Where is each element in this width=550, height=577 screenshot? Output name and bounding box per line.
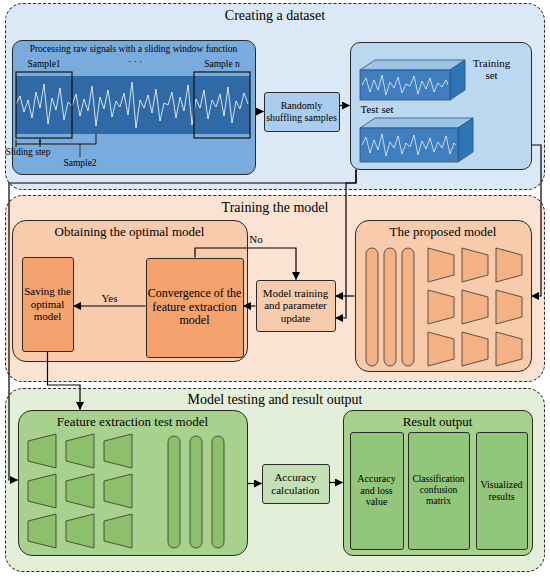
box-title: The proposed model bbox=[360, 225, 527, 240]
model-box: The proposed model bbox=[355, 220, 532, 372]
output-box: Accuracy and loss value bbox=[350, 432, 404, 550]
process-box: Saving the optimal model bbox=[22, 257, 74, 352]
output-box: Visualized results bbox=[476, 432, 528, 550]
stage-band: Model testing and result outputFeature e… bbox=[5, 388, 545, 572]
box-text: Model training and parameter update bbox=[258, 287, 334, 325]
box-title: Training the model bbox=[10, 200, 540, 216]
box-title: Result output bbox=[348, 415, 528, 430]
box-text: Convergence of the feature extraction mo… bbox=[148, 287, 242, 328]
decision-box: Convergence of the feature extraction mo… bbox=[146, 258, 244, 358]
output-box: Classification confusion matrix bbox=[408, 432, 470, 550]
process-box: Randomly shuffling samples bbox=[264, 92, 340, 132]
edge-label: Yes bbox=[90, 292, 130, 305]
edge-label: No bbox=[246, 233, 266, 246]
box-title: Obtaining the optimal model bbox=[17, 225, 243, 240]
box-text: Accuracy calculation bbox=[264, 471, 328, 496]
box-text: Training set bbox=[469, 57, 515, 82]
box-text: Test set bbox=[361, 103, 441, 116]
box-text: Randomly shuffling samples bbox=[266, 100, 338, 123]
process-box: Accuracy calculation bbox=[262, 464, 330, 504]
annotation-label: Sample1 bbox=[4, 59, 84, 70]
annotation-label: Sliding step bbox=[0, 147, 68, 158]
box-text: Saving the optimal model bbox=[24, 285, 72, 323]
annotation-label: Sample n bbox=[182, 59, 262, 70]
stage-band: Training the modelObtaining the optimal … bbox=[5, 195, 545, 382]
dataset-box: Training setTest set bbox=[350, 42, 532, 170]
box-text: Accuracy and loss value bbox=[352, 473, 402, 508]
group-box: Obtaining the optimal modelSaving the op… bbox=[12, 220, 248, 362]
process-box: Model training and parameter update bbox=[256, 280, 336, 332]
box-title: Creating a dataset bbox=[10, 8, 540, 24]
box-title: Model testing and result output bbox=[10, 392, 540, 408]
box-title: Processing raw signals with a sliding wi… bbox=[17, 44, 251, 55]
model-box: Feature extraction test model bbox=[18, 410, 248, 556]
group-box: Result outputAccuracy and loss valueClas… bbox=[343, 410, 533, 556]
box-text: Visualized results bbox=[478, 479, 526, 502]
annotation-label: · · · bbox=[95, 57, 175, 68]
annotation-label: Sample2 bbox=[40, 158, 120, 169]
box-title: Feature extraction test model bbox=[23, 415, 243, 430]
box-text: Classification confusion matrix bbox=[410, 474, 468, 507]
